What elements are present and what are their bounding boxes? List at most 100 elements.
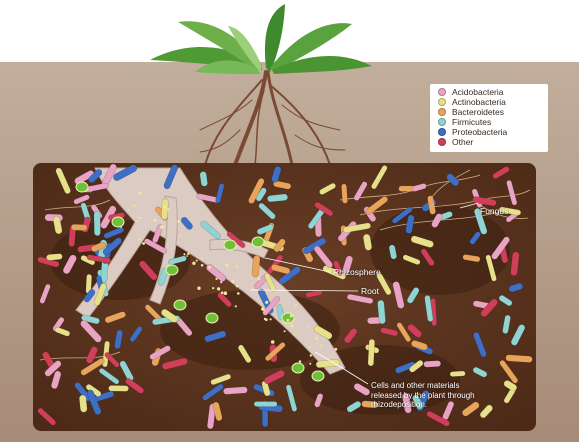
bacterium-actinobacteria [368, 339, 375, 366]
particle [270, 318, 272, 320]
legend-swatch-other [438, 138, 446, 146]
legend-swatch-acidobacteria [438, 88, 446, 96]
legend-swatch-firmicutes [438, 118, 446, 126]
plant-cell [112, 217, 124, 227]
plant-cell [252, 237, 264, 247]
particle [220, 281, 222, 283]
particle [177, 220, 180, 223]
particle [138, 238, 140, 240]
bacterium-acidobacteria [223, 387, 248, 395]
particle [236, 285, 239, 288]
particle [309, 363, 311, 365]
particle [136, 220, 138, 222]
bacterium-firmicutes [254, 402, 277, 407]
particle [226, 264, 229, 267]
legend-label: Firmicutes [452, 117, 491, 127]
particle [208, 266, 211, 269]
rhizosphere-label: Rhizosphere [333, 267, 381, 277]
legend-swatch-bacteroidetes [438, 108, 446, 116]
particle [137, 216, 139, 218]
plant-cell [166, 265, 178, 275]
rhizodeposition-label: Cells and other materials released by th… [371, 381, 491, 410]
legend-swatch-proteobacteria [438, 128, 446, 136]
particle [258, 277, 261, 280]
particle [291, 324, 294, 327]
particle [286, 319, 289, 322]
legend-label: Proteobacteria [452, 127, 507, 137]
root-label: Root [361, 286, 379, 296]
plant-cell [224, 240, 236, 250]
particle [263, 310, 265, 312]
particle [310, 354, 312, 356]
bacterium-actinobacteria [450, 371, 466, 377]
particle [201, 258, 203, 260]
particle [140, 217, 142, 219]
particle [120, 226, 122, 228]
particle [217, 287, 220, 290]
particle [264, 318, 266, 320]
particle [307, 327, 309, 329]
particle [197, 287, 200, 290]
legend-label: Acidobacteria [452, 87, 504, 97]
particle [237, 292, 240, 295]
particle [293, 334, 295, 336]
legend-item: Actinobacteria [438, 97, 506, 107]
bacterium-acidobacteria [423, 360, 440, 367]
particle [160, 225, 164, 229]
bacterium-actinobacteria [108, 385, 128, 391]
legend-item: Acidobacteria [438, 87, 504, 97]
particle [315, 337, 318, 340]
legend-item: Firmicutes [438, 117, 491, 127]
particle [334, 348, 337, 351]
bacterium-actinobacteria [46, 253, 62, 260]
particle [180, 235, 182, 237]
legend-label: Other [452, 137, 473, 147]
particle [127, 209, 129, 211]
particle [201, 264, 204, 267]
legend: Acidobacteria Actinobacteria Bacteroidet… [430, 84, 548, 152]
particle [183, 253, 185, 255]
plant-cell [76, 182, 88, 192]
particle [187, 252, 190, 255]
particle [215, 278, 217, 280]
legend-item: Bacteroidetes [438, 107, 504, 117]
particle [186, 255, 188, 257]
legend-label: Bacteroidetes [452, 107, 504, 117]
particle [282, 305, 284, 307]
particle [221, 291, 224, 294]
particle [284, 330, 286, 332]
particle [192, 262, 195, 265]
particle [167, 208, 170, 211]
particle [290, 315, 293, 318]
particle [142, 242, 145, 245]
plant-cell [174, 300, 186, 310]
particle [153, 219, 156, 222]
particle [236, 266, 238, 268]
legend-swatch-actinobacteria [438, 98, 446, 106]
particle [164, 206, 167, 209]
plant-cell [206, 313, 218, 323]
particle [212, 287, 214, 289]
bacterium-bacteroidetes [71, 224, 87, 231]
particle [320, 345, 322, 347]
fungus-label: Fungus [480, 206, 508, 216]
bacterium-bacteroidetes [341, 184, 348, 204]
plant-cell [292, 363, 304, 373]
bacterium-firmicutes [94, 211, 101, 236]
legend-item: Other [438, 137, 473, 147]
particle [295, 304, 297, 306]
legend-item: Proteobacteria [438, 127, 507, 137]
particle [299, 360, 302, 363]
particle [309, 346, 311, 348]
particle [139, 192, 142, 195]
particle [224, 291, 228, 295]
legend-label: Actinobacteria [452, 97, 506, 107]
particle [235, 305, 237, 307]
particle [231, 280, 234, 283]
particle [271, 340, 275, 344]
particle [265, 301, 268, 304]
particle [196, 260, 198, 262]
plant-cell [312, 371, 324, 381]
